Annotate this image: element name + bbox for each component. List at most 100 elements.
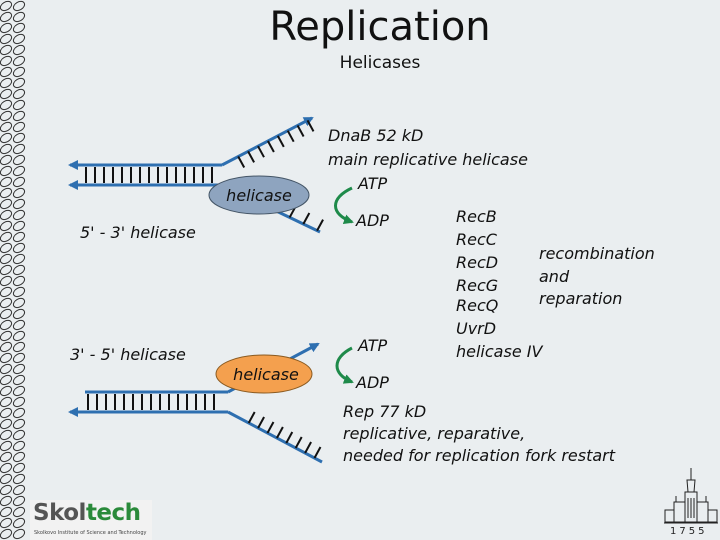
border-ring	[12, 110, 26, 122]
strand-tick	[257, 145, 265, 158]
border-ring	[12, 264, 26, 276]
border-ring	[12, 451, 26, 463]
border-ring	[0, 198, 13, 210]
bottom-protein-name: Rep 77 kD	[343, 402, 427, 421]
border-ring	[12, 341, 26, 353]
border-ring	[0, 517, 13, 529]
rec-function-line: reparation	[539, 289, 623, 308]
strand-tick	[285, 431, 294, 444]
border-ring	[12, 198, 26, 210]
top-upper-arm	[221, 116, 314, 167]
founding-year: 1755	[670, 526, 708, 537]
top-helicase-label: helicase	[226, 186, 292, 205]
border-ring	[12, 495, 26, 507]
strand-tick	[313, 446, 322, 459]
university-building-icon	[664, 468, 718, 524]
border-ring	[0, 44, 13, 56]
border-ring	[0, 66, 13, 78]
bottom-atp-label: ATP	[358, 336, 388, 355]
border-ring	[0, 462, 13, 474]
border-ring	[12, 220, 26, 232]
top-helicase-shape	[208, 175, 310, 215]
border-ring	[0, 77, 13, 89]
border-ring	[0, 451, 13, 463]
border-ring	[12, 429, 26, 441]
border-ring	[0, 110, 13, 122]
bottom-direction-label: 3' - 5' helicase	[70, 345, 186, 364]
border-ring	[12, 473, 26, 485]
border-ring	[0, 132, 13, 144]
strand-tick	[294, 436, 303, 449]
border-ring	[12, 374, 26, 386]
border-ring	[0, 88, 13, 100]
border-ring	[0, 495, 13, 507]
bottom-protein-role-1: replicative, reparative,	[343, 424, 526, 443]
border-ring	[0, 484, 13, 496]
border-ring	[12, 352, 26, 364]
bottom-helicase-label: helicase	[233, 365, 299, 384]
border-ring	[12, 0, 26, 12]
logo-tagline: Skolkovo Institute of Science and Techno…	[34, 530, 147, 536]
border-ring	[0, 220, 13, 232]
border-ring	[12, 385, 26, 397]
border-ring	[0, 165, 13, 177]
border-ring	[12, 506, 26, 518]
bottom-adp-label: ADP	[356, 373, 389, 392]
rec-list-item: RecD	[456, 253, 499, 272]
strand-tick	[296, 125, 305, 137]
bottom-protein-role-2: needed for replication fork restart	[343, 446, 615, 465]
border-ring	[0, 55, 13, 67]
border-ring	[12, 297, 26, 309]
border-ring	[12, 143, 26, 155]
skoltech-logo: Skoltech Skolkovo Institute of Science a…	[30, 500, 152, 540]
strand-tick	[237, 156, 246, 169]
top-protein-name: DnaB 52 kD	[328, 126, 424, 145]
border-ring	[0, 209, 13, 221]
border-ring	[0, 275, 13, 287]
border-ring	[0, 473, 13, 485]
border-ring	[12, 363, 26, 375]
border-ring	[12, 99, 26, 111]
rec-list-item: UvrD	[456, 319, 497, 338]
border-ring	[0, 418, 13, 430]
border-ring	[0, 297, 13, 309]
border-ring	[0, 407, 13, 419]
border-ring	[0, 231, 13, 243]
rec-list-item: RecB	[456, 207, 497, 226]
border-ring	[12, 418, 26, 430]
border-ring	[0, 154, 13, 166]
logo-wordmark: Skoltech	[33, 500, 141, 526]
bottom-duplex-rungs	[87, 394, 215, 410]
border-ring	[12, 396, 26, 408]
border-ring	[12, 176, 26, 188]
strand-tick	[257, 416, 265, 429]
border-ring	[0, 33, 13, 45]
border-ring	[0, 308, 13, 320]
border-ring	[0, 330, 13, 342]
border-ring	[0, 341, 13, 353]
border-ring	[12, 517, 26, 529]
border-ring	[12, 308, 26, 320]
top-duplex-rungs	[85, 167, 213, 183]
border-ring	[0, 11, 13, 23]
rec-function-line: recombination	[539, 244, 655, 263]
border-ring	[12, 33, 26, 45]
strand-tick	[286, 130, 295, 143]
border-ring	[0, 242, 13, 254]
border-ring	[0, 396, 13, 408]
border-ring	[0, 143, 13, 155]
border-ring	[12, 275, 26, 287]
border-ring	[12, 88, 26, 100]
border-ring	[12, 44, 26, 56]
border-ring	[12, 286, 26, 298]
border-ring	[0, 0, 13, 12]
top-direction-label: 5' - 3' helicase	[80, 223, 196, 242]
border-ring	[0, 429, 13, 441]
border-ring	[0, 99, 13, 111]
border-ring	[0, 506, 13, 518]
border-ring	[12, 231, 26, 243]
rec-function-line: and	[539, 267, 570, 286]
border-ring	[12, 165, 26, 177]
top-fork: helicase	[68, 116, 354, 234]
